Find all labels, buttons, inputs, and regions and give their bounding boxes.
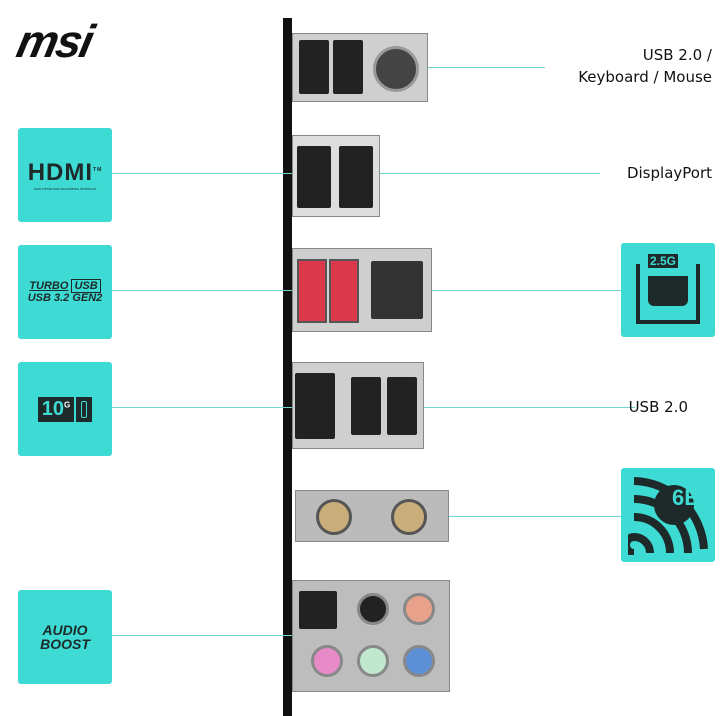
10g-sup: G	[64, 399, 71, 409]
10g-usbc-badge: 10G	[18, 362, 112, 456]
connector-line	[372, 67, 545, 68]
hdmi-badge: HDMITM HIGH-DEFINITION MULTIMEDIA INTERF…	[18, 128, 112, 222]
wifi-antenna-ports	[295, 490, 449, 542]
hdmi-displayport-ports	[292, 135, 380, 217]
hdmi-tm: TM	[93, 167, 103, 173]
connector-line	[370, 516, 621, 517]
label-line: Keyboard / Mouse	[578, 68, 712, 86]
10g-text: 10	[41, 397, 64, 420]
usbc-icon	[76, 396, 93, 422]
audio-ports	[292, 580, 450, 692]
displayport-label: DisplayPort	[626, 164, 712, 182]
wifi-6e-text: 6E	[672, 485, 699, 510]
usbc-usb20-ports	[292, 362, 424, 449]
audio-boost-badge: AUDIO BOOST	[18, 590, 112, 684]
ethernet-icon: 2.5G	[636, 254, 700, 324]
wifi-icon	[628, 477, 708, 555]
io-shield-edge	[283, 18, 292, 716]
usb-keyboard-mouse-label: USB 2.0 / Keyboard / Mouse	[578, 44, 712, 88]
usb-gen-text: USB 3.2 GEN2	[27, 292, 103, 304]
msi-logo: msi	[12, 15, 97, 67]
turbo-text: TURBO	[29, 280, 69, 292]
lan-speed-text: 2.5G	[648, 254, 679, 268]
audio-text: AUDIO	[42, 622, 88, 638]
hdmi-logo-text: HDMI	[27, 159, 94, 186]
boost-text: BOOST	[40, 636, 90, 652]
usb32-lan-ports	[292, 248, 432, 332]
label-line: USB 2.0 /	[642, 46, 712, 64]
hdmi-subtitle: HIGH-DEFINITION MULTIMEDIA INTERFACE	[33, 187, 97, 191]
usb20-label: USB 2.0	[628, 398, 688, 416]
usb-text: USB	[71, 279, 101, 293]
lan-2.5g-badge: 2.5G	[621, 243, 715, 337]
wifi-6e-badge: 6E	[621, 468, 715, 562]
connector-line	[112, 635, 377, 636]
turbo-usb-badge: TURBO USB USB 3.2 GEN2	[18, 245, 112, 339]
usb-ps2-ports	[292, 33, 428, 102]
